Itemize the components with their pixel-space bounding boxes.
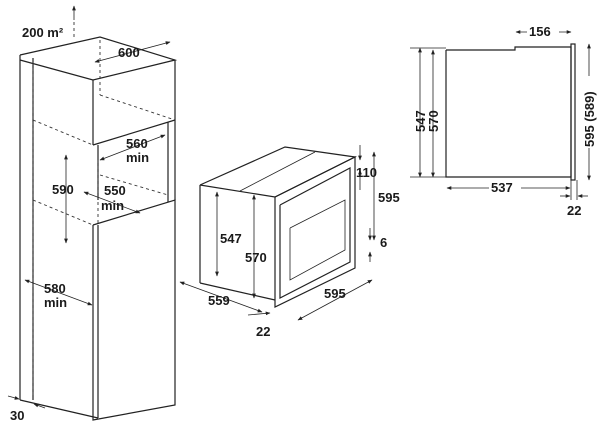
lower-depth-dimension [83, 191, 141, 214]
oven-depth-label: 559 [208, 293, 230, 308]
side-depth-label: 580 [44, 281, 66, 296]
oven-width-dimension [297, 279, 373, 321]
plinth-arrow-left [7, 395, 20, 400]
plinth-arrow-right [33, 403, 46, 409]
side-depth-unit: min [44, 295, 67, 310]
oven-top-offset-label: 110 [356, 165, 377, 180]
oven-bottom-offset-label: 6 [380, 235, 387, 250]
oven-depth-dimension [179, 281, 263, 313]
niche-height-label: 590 [52, 182, 74, 197]
oven-inner-height-label: 547 [220, 231, 242, 246]
oven-height-label: 595 [378, 190, 400, 205]
oven-width-label: 595 [324, 286, 346, 301]
side-outer-height-label: 570 [426, 110, 441, 132]
side-front-thickness-label: 22 [567, 203, 581, 218]
upper-depth-label: 560 [126, 136, 148, 151]
oven-3d [199, 146, 357, 308]
oven-outer-height-label: 570 [245, 250, 267, 265]
lower-depth-unit: min [101, 198, 124, 213]
lower-depth-label: 550 [104, 183, 126, 198]
front-thickness-arrow [247, 311, 271, 316]
tall-cabinet [19, 36, 178, 421]
upper-depth-dimension [99, 134, 166, 161]
side-depth-dimension [24, 279, 93, 306]
oven-front-thickness-label: 22 [256, 324, 270, 339]
cabinet-width-dimension [94, 41, 171, 63]
cabinet-vent-label: 200 m² [22, 25, 64, 40]
side-inner-height-label: 547 [413, 110, 428, 132]
side-depth-label: 537 [491, 180, 513, 195]
oven-side-view [410, 43, 578, 200]
top-step-label: 156 [529, 24, 551, 39]
upper-depth-unit: min [126, 150, 149, 165]
front-height-label: 595 (589) [582, 91, 597, 147]
plinth-label: 30 [10, 408, 24, 423]
cabinet-width-label: 600 [118, 45, 140, 60]
